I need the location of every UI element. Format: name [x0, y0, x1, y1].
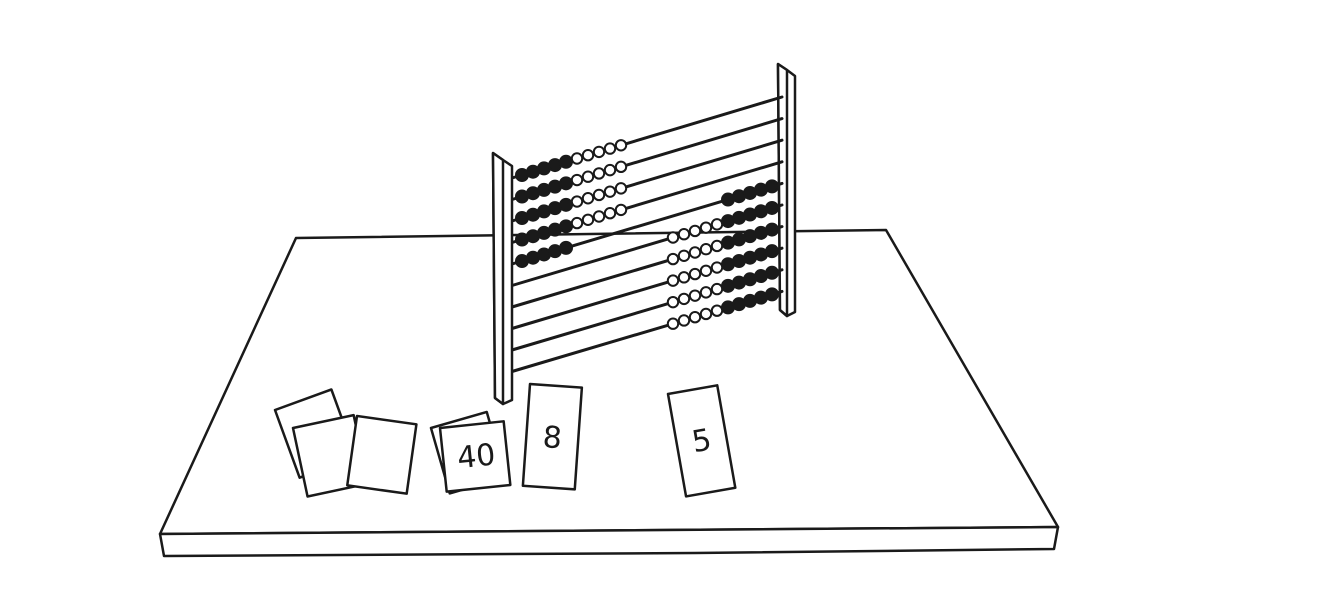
abacus-bead[interactable]: [603, 185, 617, 198]
abacus-bead[interactable]: [688, 246, 702, 259]
card-8[interactable]: 8: [521, 382, 584, 491]
abacus-bead[interactable]: [688, 289, 702, 302]
abacus: [491, 62, 797, 406]
cards: 40 8 5: [273, 382, 737, 498]
table-top: [158, 228, 1060, 536]
card-40-label: 40: [455, 437, 497, 476]
abacus-bead[interactable]: [721, 214, 735, 229]
abacus-bead[interactable]: [699, 243, 713, 256]
abacus-bead[interactable]: [710, 239, 724, 253]
abacus-bead[interactable]: [699, 221, 713, 234]
abacus-bead[interactable]: [592, 188, 606, 202]
abacus-bead[interactable]: [710, 282, 724, 296]
abacus-bead[interactable]: [677, 314, 691, 327]
abacus-bead[interactable]: [699, 286, 713, 299]
abacus-rods: [510, 95, 784, 373]
abacus-bead[interactable]: [603, 207, 617, 220]
abacus-bead[interactable]: [666, 252, 680, 266]
abacus-bead[interactable]: [710, 261, 724, 274]
abacus-bead[interactable]: [666, 231, 680, 244]
abacus-bead[interactable]: [570, 195, 584, 208]
abacus-bead[interactable]: [581, 149, 595, 162]
table-edge: [158, 525, 1060, 558]
card-8-label: 8: [542, 420, 563, 456]
abacus-bead[interactable]: [592, 145, 606, 159]
abacus-bead[interactable]: [559, 154, 573, 169]
card-5[interactable]: 5: [666, 384, 737, 498]
abacus-bead[interactable]: [688, 224, 702, 238]
abacus-bead[interactable]: [677, 249, 691, 262]
card-40[interactable]: 40: [438, 420, 512, 493]
abacus-bead[interactable]: [721, 278, 735, 293]
abacus-bead[interactable]: [677, 292, 691, 306]
abacus-bead[interactable]: [721, 192, 735, 207]
abacus-bead[interactable]: [688, 311, 702, 324]
abacus-right-post-face: [776, 62, 789, 318]
abacus-bead[interactable]: [688, 267, 702, 281]
abacus-bead[interactable]: [559, 219, 573, 234]
abacus-left-post-face: [491, 151, 505, 406]
abacus-bead[interactable]: [603, 163, 617, 177]
abacus-bead[interactable]: [570, 216, 584, 230]
abacus-bead[interactable]: [559, 240, 573, 255]
abacus-bead[interactable]: [559, 176, 573, 191]
abacus-bead[interactable]: [570, 173, 584, 187]
abacus-bead[interactable]: [592, 210, 606, 223]
card-blank-3[interactable]: [346, 414, 418, 495]
abacus-bead[interactable]: [581, 192, 595, 205]
abacus-bead[interactable]: [677, 271, 691, 284]
abacus-bead[interactable]: [699, 264, 713, 278]
abacus-bead[interactable]: [699, 307, 713, 321]
abacus-bead[interactable]: [721, 300, 735, 315]
abacus-bead[interactable]: [677, 228, 691, 241]
abacus-bead[interactable]: [721, 235, 735, 250]
abacus-bead[interactable]: [666, 274, 680, 287]
abacus-bead[interactable]: [592, 167, 606, 180]
abacus-bead[interactable]: [666, 295, 680, 309]
abacus-bead[interactable]: [614, 182, 628, 195]
abacus-bead[interactable]: [581, 170, 595, 183]
abacus-bead[interactable]: [614, 203, 628, 217]
abacus-bead[interactable]: [710, 304, 724, 317]
abacus-bead[interactable]: [581, 213, 595, 226]
abacus-bead[interactable]: [666, 317, 680, 330]
abacus-bead[interactable]: [710, 218, 724, 231]
abacus-bead[interactable]: [559, 197, 573, 212]
abacus-bead[interactable]: [614, 160, 628, 174]
abacus-bead[interactable]: [570, 152, 584, 165]
abacus-bead[interactable]: [721, 257, 735, 272]
abacus-bead[interactable]: [603, 142, 617, 155]
abacus-bead[interactable]: [614, 139, 628, 152]
